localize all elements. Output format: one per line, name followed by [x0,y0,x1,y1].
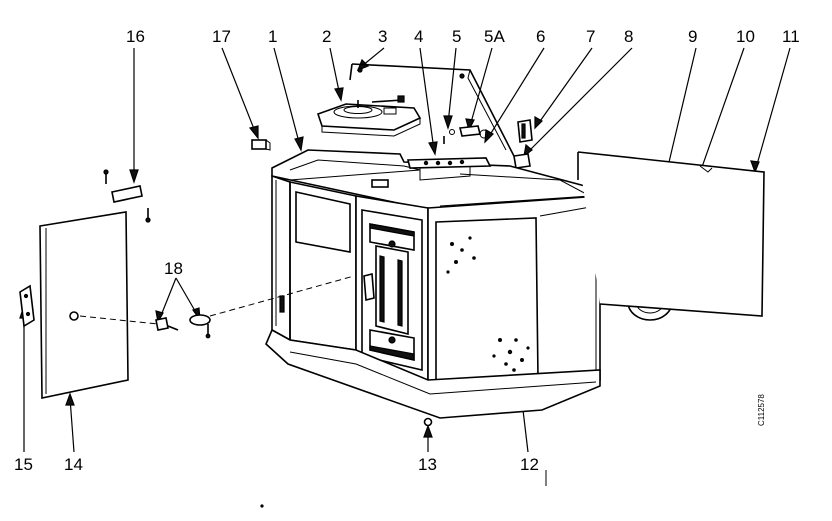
callout-14: 14 [64,455,83,474]
callout-12: 12 [520,455,539,474]
callout-10: 10 [736,27,755,46]
serial-number: C112578 [757,394,766,426]
hinge-plate [19,284,35,328]
callout-17: 17 [212,27,231,46]
callout-5: 5 [452,27,461,46]
callout-11: 11 [782,27,800,46]
back-panel [577,151,765,317]
part-17-bracket [251,139,267,150]
callout-9: 9 [688,27,697,46]
cabinet [265,149,601,419]
callout-1: 1 [268,27,277,46]
callout-15: 15 [14,455,33,474]
callout-3: 3 [378,27,387,46]
top-hinge [103,169,151,223]
door-catches [155,314,211,339]
part-8-knob [513,153,531,169]
record-changer [316,95,422,137]
callout-4: 4 [414,27,423,46]
callout-5a: 5A [484,27,505,46]
callout-13: 13 [418,455,437,474]
callout-18: 18 [164,259,183,278]
callout-8: 8 [624,27,633,46]
callout-2: 2 [322,27,331,46]
callout-7: 7 [586,27,595,46]
callout-6: 6 [536,27,545,46]
left-door [39,211,355,399]
grille-cloth [446,236,530,372]
top-small-parts [251,119,533,169]
lid [349,63,517,161]
foot-screw [423,417,433,427]
callout-16: 16 [126,27,145,46]
